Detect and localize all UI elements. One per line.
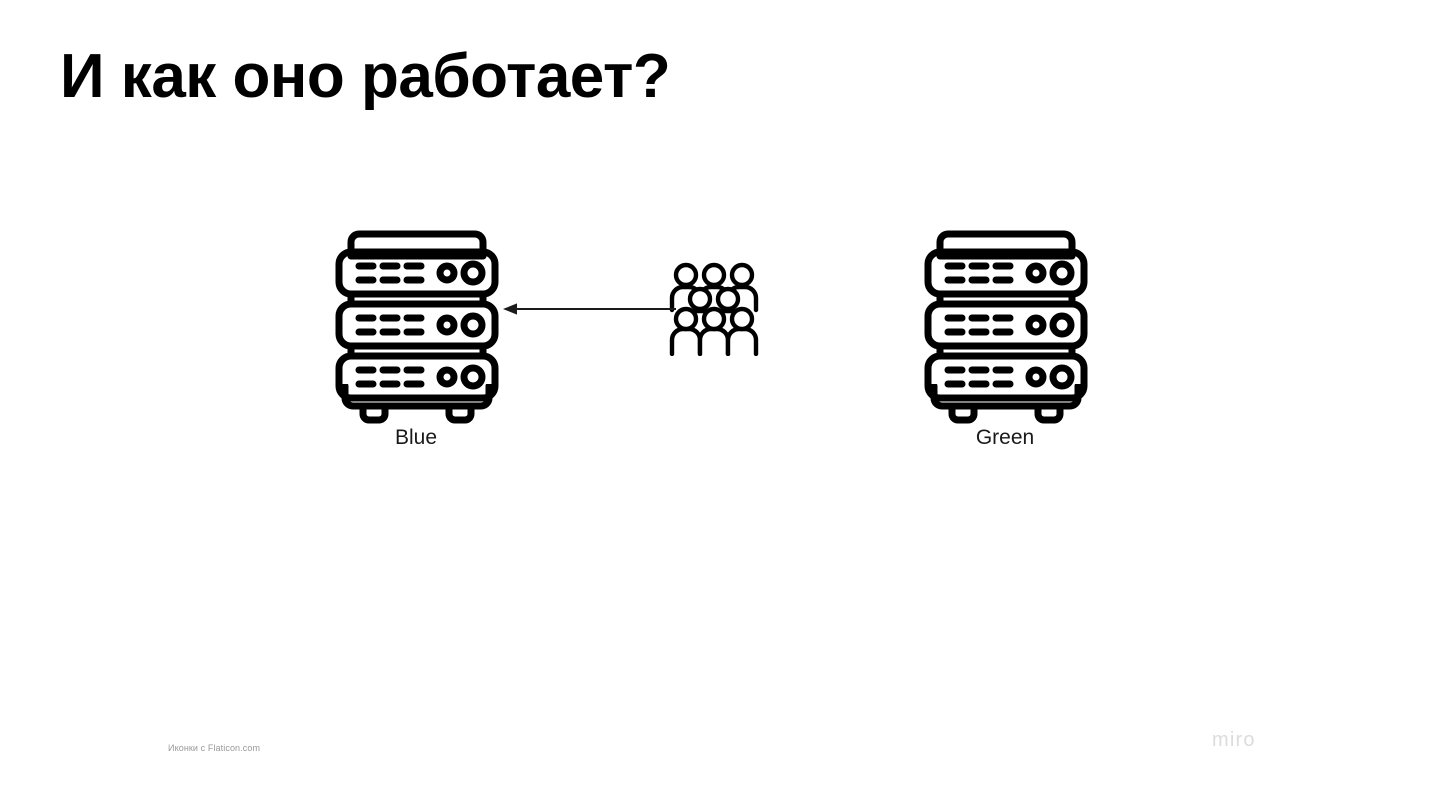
page-title: И как оно работает? xyxy=(60,42,671,111)
connection-users-to-blue xyxy=(500,298,680,322)
server-node-blue[interactable] xyxy=(331,212,503,424)
icon-attribution: Иконки с Flaticon.com xyxy=(168,743,261,753)
arrow-left-icon xyxy=(500,298,680,322)
users-actor[interactable] xyxy=(668,262,762,356)
server-rack-icon xyxy=(920,212,1092,402)
server-base-icon xyxy=(920,384,1092,428)
server-label-blue: Blue xyxy=(394,426,438,449)
server-base-icon xyxy=(331,384,503,428)
users-group-icon xyxy=(668,262,762,356)
server-rack-icon xyxy=(331,212,503,402)
server-node-green[interactable] xyxy=(920,212,1092,424)
server-label-green: Green xyxy=(975,426,1035,449)
miro-watermark: miro xyxy=(1212,729,1256,751)
